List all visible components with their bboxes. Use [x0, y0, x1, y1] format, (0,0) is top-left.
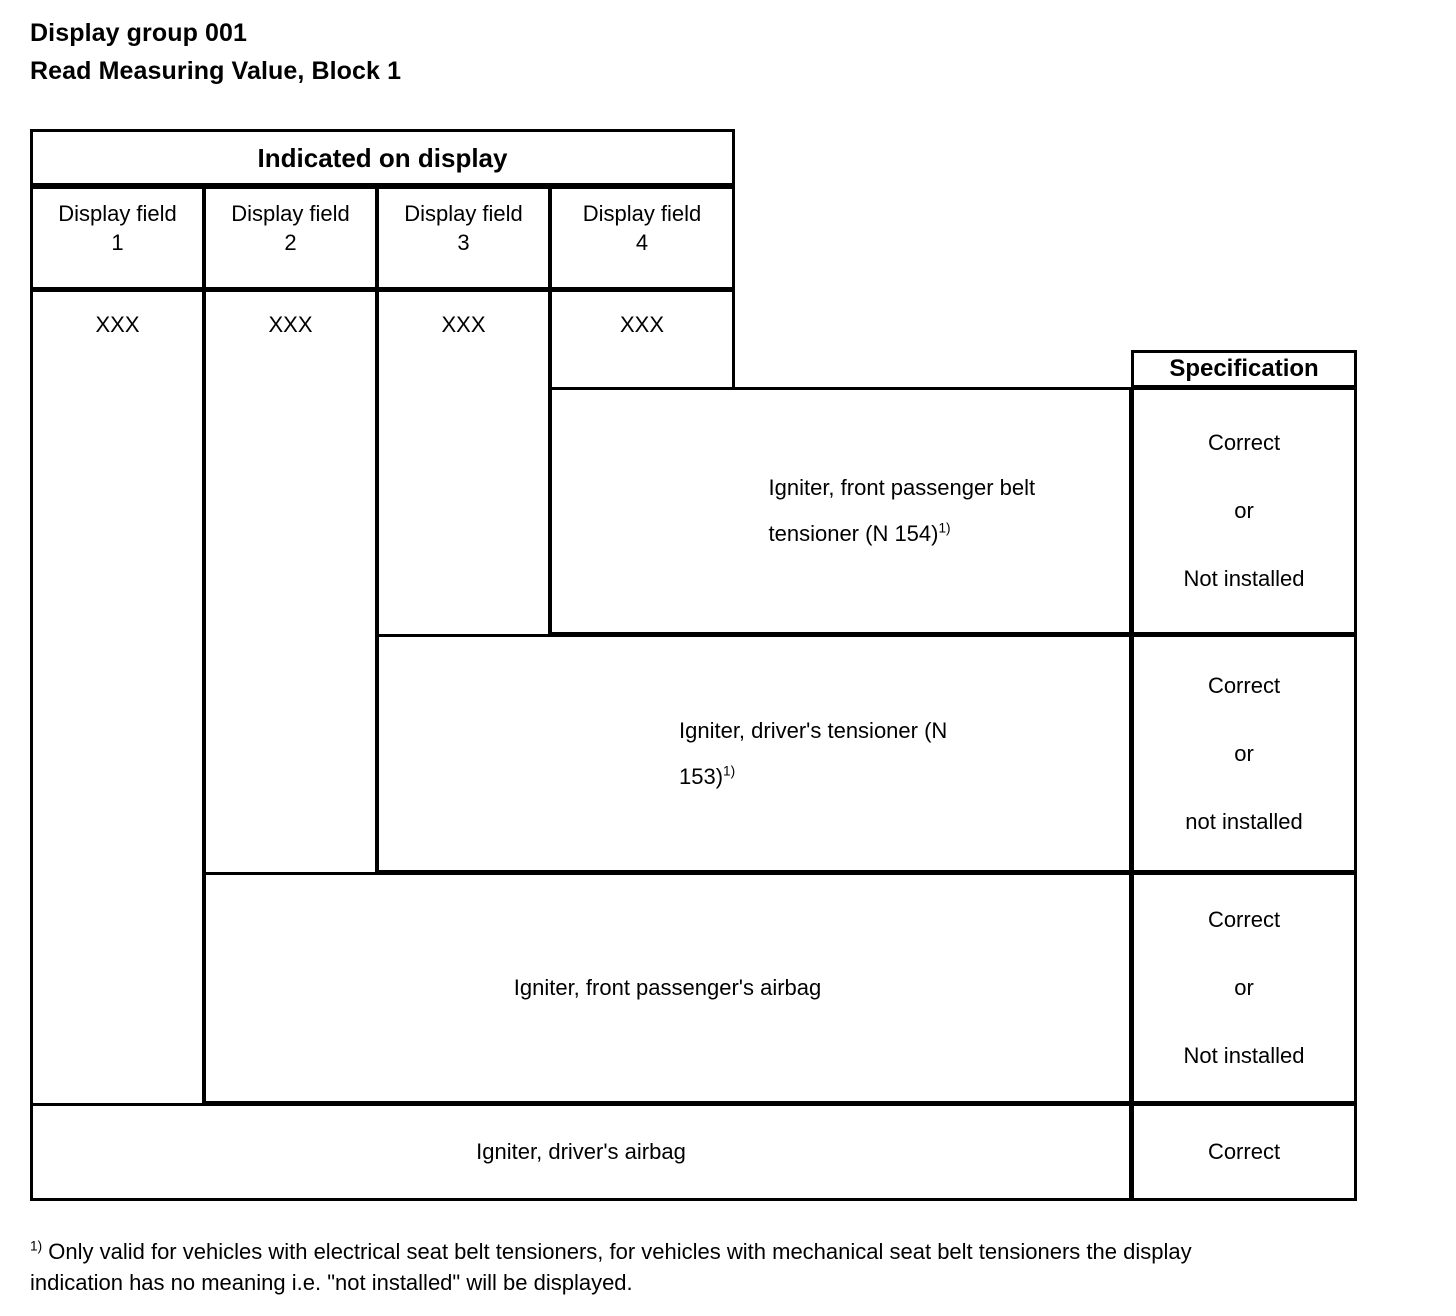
measuring-value-table: Indicated on display Display field 1 Dis…: [30, 129, 1357, 1201]
column-header-number-1: 1: [111, 230, 124, 255]
footnote-marker: 1): [938, 520, 951, 536]
title-line-display-group: Display group 001: [30, 19, 248, 47]
column-header-specification: Specification: [1131, 350, 1357, 388]
row-specification-drivers-tensioner: Correct or not installed: [1131, 634, 1357, 873]
page-title: Display group 001 Read Measuring Value, …: [30, 14, 930, 90]
column-header-display-field-1: Display field 1: [30, 186, 205, 290]
display-field-value-text-3: XXX: [441, 312, 486, 337]
row-specification-front-passengers-airbag: Correct or Not installed: [1131, 872, 1357, 1104]
specification-line-2: or: [1234, 975, 1254, 1000]
table-header-indicated-on-display: Indicated on display: [30, 129, 735, 186]
specification-line-2: or: [1234, 498, 1254, 523]
column-header-label-4: Display field: [582, 201, 702, 226]
row-description-front-passengers-airbag: Igniter, front passenger's airbag: [203, 872, 1132, 1104]
specification-line-1: Correct: [1207, 907, 1281, 932]
specification-line-1: Correct: [1207, 672, 1281, 698]
description-line-1: Igniter, driver's airbag: [476, 1139, 686, 1164]
description-line-1: Igniter, driver's tensioner (N: [679, 717, 948, 743]
footnote-marker: 1): [30, 1238, 43, 1254]
description-line-2: 153): [679, 763, 724, 789]
specification-line-1: Correct: [1207, 430, 1281, 455]
row-specification-front-passenger-belt-tensioner: Correct or Not installed: [1131, 387, 1357, 635]
description-line-2: tensioner (N 154): [768, 521, 939, 546]
display-field-value-text-2: XXX: [268, 312, 313, 337]
title-line-read-measuring-value: Read Measuring Value, Block 1: [30, 57, 402, 85]
column-header-label-1: Display field: [58, 201, 177, 226]
column-header-label-2: Display field: [231, 201, 350, 226]
description-line-1: Igniter, front passenger's airbag: [513, 975, 822, 1000]
column-header-display-field-4: Display field 4: [549, 186, 735, 290]
column-header-label-3: Display field: [404, 201, 523, 226]
row-specification-drivers-airbag: Correct: [1131, 1103, 1357, 1201]
specification-line-3: Not installed: [1183, 1043, 1305, 1068]
column-header-display-field-2: Display field 2: [203, 186, 378, 290]
footnote-marker: 1): [723, 763, 736, 779]
specification-line-3: not installed: [1185, 808, 1303, 834]
description-line-1: Igniter, front passenger belt: [768, 475, 1036, 500]
display-field-value-1: XXX: [30, 289, 205, 1201]
footnote-text: Only valid for vehicles with electrical …: [30, 1239, 1192, 1295]
display-field-value-text-1: XXX: [95, 312, 140, 337]
footnote: 1) Only valid for vehicles with electric…: [30, 1236, 1280, 1298]
column-header-display-field-3: Display field 3: [376, 186, 551, 290]
column-header-number-4: 4: [635, 230, 649, 255]
row-description-drivers-airbag: Igniter, driver's airbag: [30, 1103, 1132, 1201]
column-header-number-3: 3: [457, 230, 470, 255]
row-description-front-passenger-belt-tensioner: Igniter, front passenger belt tensioner …: [549, 387, 1132, 635]
specification-line-3: Not installed: [1183, 566, 1305, 591]
display-field-value-text-4: XXX: [619, 312, 665, 337]
specification-line-2: or: [1234, 740, 1254, 766]
row-description-drivers-tensioner: Igniter, driver's tensioner (N 153)1): [376, 634, 1132, 873]
column-header-number-2: 2: [284, 230, 297, 255]
specification-line-1: Correct: [1207, 1139, 1281, 1164]
